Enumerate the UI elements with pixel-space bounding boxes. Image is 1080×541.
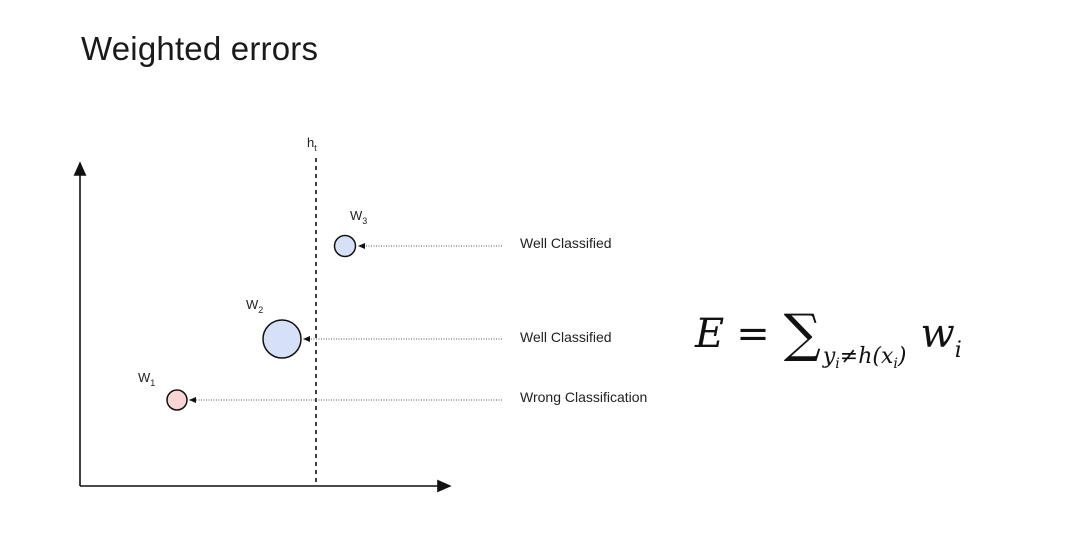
annotation-w2: Well Classified: [520, 329, 612, 345]
formula-equals: =: [736, 311, 770, 357]
weight-label-w2: W2: [246, 297, 263, 315]
decision-boundary-label: ht: [307, 135, 317, 153]
weight-label-w3: W3: [350, 208, 367, 226]
sub-index-1: i: [835, 356, 840, 372]
point-circle-w1: [166, 389, 188, 411]
data-point-w2: W2 Well Classified: [246, 297, 612, 359]
data-point-w3: W3 Well Classified: [333, 208, 612, 258]
summation-symbol: ∑: [783, 304, 821, 364]
point-circle-w3: [333, 234, 357, 258]
formula-lhs: E: [695, 311, 725, 357]
weighted-error-formula: E = ∑ yi≠h(xi) wi: [695, 300, 962, 380]
sub-not-equal: ≠h(x: [839, 344, 894, 369]
annotation-w1: Wrong Classification: [520, 389, 647, 405]
sub-index-2: i: [893, 356, 898, 372]
formula-term: wi: [920, 311, 961, 363]
term-index: i: [954, 338, 962, 363]
sub-close: ): [897, 344, 907, 369]
point-circle-w2: [262, 319, 302, 359]
sub-main: y: [822, 344, 836, 369]
term-main: w: [920, 311, 955, 357]
summation-condition: yi≠h(xi): [822, 344, 907, 372]
data-point-w1: W1 Wrong Classification: [138, 370, 647, 411]
slide-title: Weighted errors: [81, 30, 319, 67]
weight-label-w1: W1: [138, 370, 155, 388]
annotation-w3: Well Classified: [520, 235, 612, 251]
